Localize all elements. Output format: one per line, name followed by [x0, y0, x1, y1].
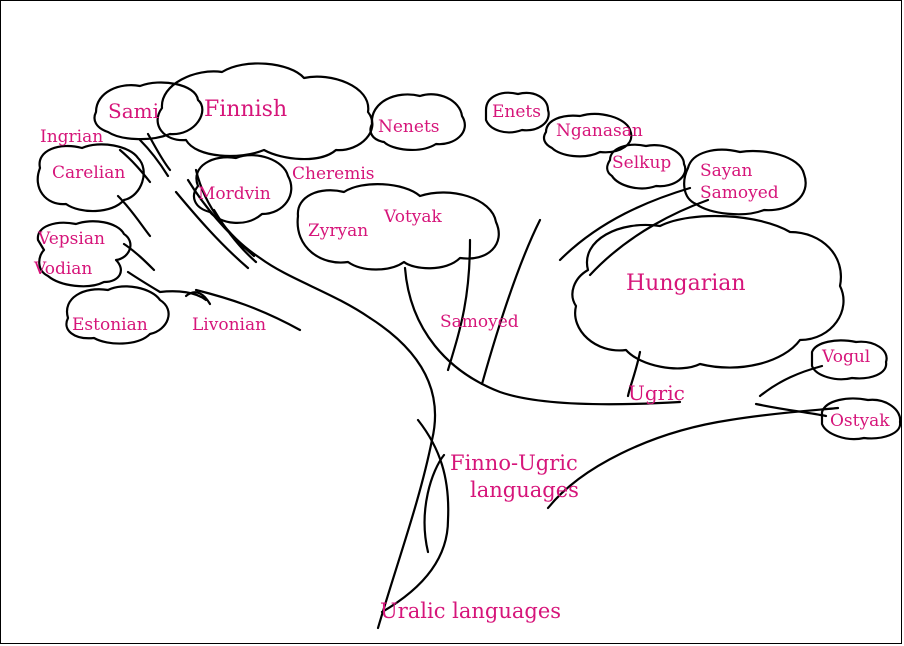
label-estonian: Estonian: [72, 315, 148, 335]
label-votyak: Votyak: [383, 207, 443, 227]
label-mordvin: Mordvin: [198, 184, 271, 204]
label-carelian: Carelian: [52, 163, 125, 183]
label-selkup: Selkup: [612, 153, 671, 173]
vogul-branch: [760, 366, 822, 396]
label-ostyak: Ostyak: [830, 411, 890, 431]
label-zyryan: Zyryan: [308, 221, 368, 241]
label-livonian: Livonian: [192, 315, 266, 335]
finnic-stems: [118, 134, 206, 300]
label-sami: Sami: [108, 99, 159, 123]
label-enets: Enets: [492, 102, 541, 122]
label-finnish: Finnish: [204, 97, 287, 122]
label-ugric: Ugric: [628, 381, 685, 405]
label-cheremis: Cheremis: [292, 164, 375, 184]
label-vepsian: Vepsian: [37, 229, 105, 249]
livonian-stem: [186, 292, 210, 304]
label-finno-ugric-languages: languages: [470, 478, 579, 502]
samoyed-to-sayan-2: [590, 200, 708, 275]
uralic-inner-branch: [425, 455, 444, 552]
label-sayan: Sayan: [700, 161, 753, 181]
label-nenets: Nenets: [378, 117, 440, 137]
label-samoyed: Samoyed: [440, 312, 519, 332]
samoyed-to-sayan: [560, 188, 690, 260]
label-ingrian: Ingrian: [40, 127, 103, 147]
label-hungarian: Hungarian: [626, 271, 746, 296]
label-vodian: Vodian: [33, 259, 92, 279]
label-nganasan: Nganasan: [556, 121, 643, 141]
label-finno-ugric: Finno-Ugric: [450, 451, 578, 475]
label-samoyed-sub: Samoyed: [700, 183, 779, 203]
label-uralic-languages: Uralic languages: [380, 599, 561, 623]
label-vogul: Vogul: [821, 347, 870, 367]
uralic-trunk-left: [370, 318, 435, 628]
sayan-blob: [684, 150, 805, 215]
samoyed-stem-b: [482, 220, 540, 384]
ugric-branch: [548, 408, 838, 508]
